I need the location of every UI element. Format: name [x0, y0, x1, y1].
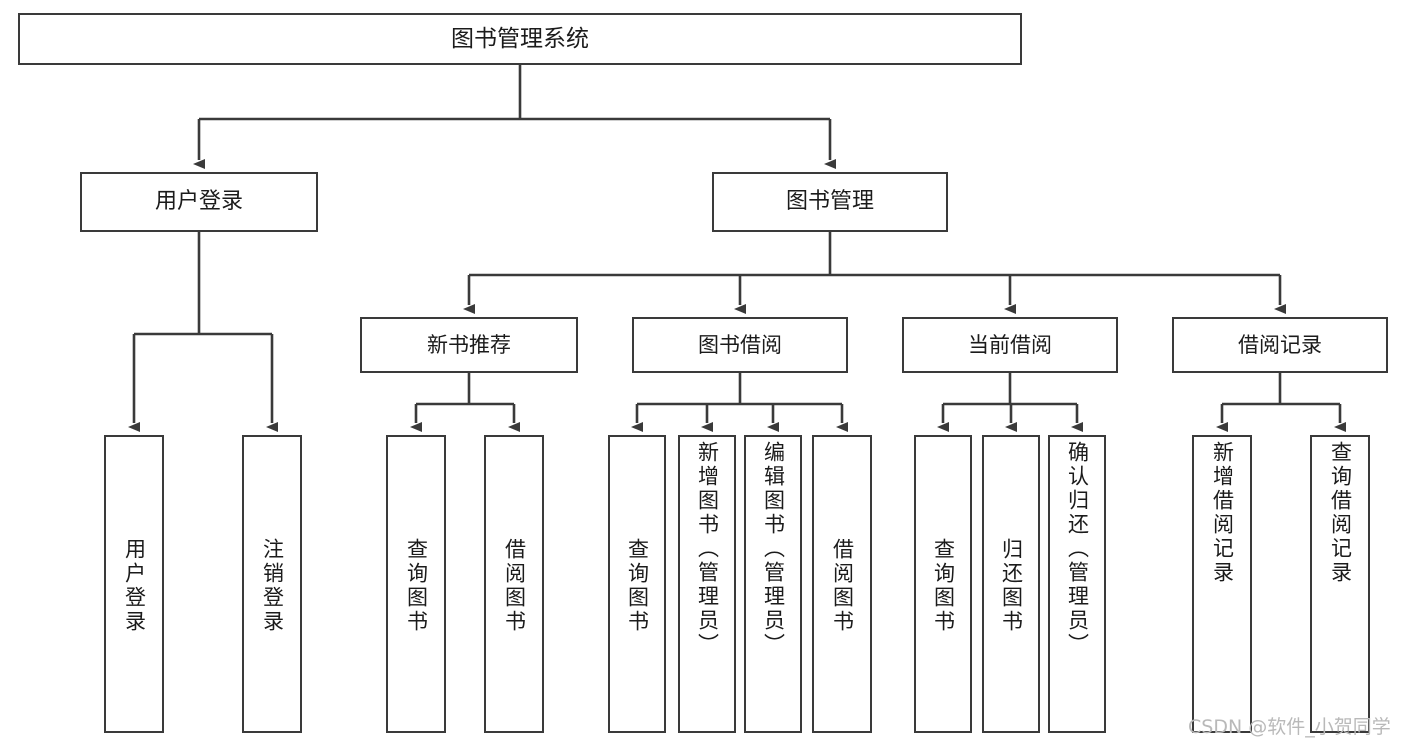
node-leaf-return-book: 归还图书: [982, 435, 1040, 733]
node-leaf-user-logout: 注销登录: [242, 435, 302, 733]
node-book-manage: 图书管理: [712, 172, 948, 232]
node-current-borrow: 当前借阅: [902, 317, 1118, 373]
node-root: 图书管理系统: [18, 13, 1022, 65]
node-leaf-user-login: 用户登录: [104, 435, 164, 733]
node-leaf-add-record: 新增借阅记录: [1192, 435, 1252, 733]
node-label: 借阅图书: [830, 538, 855, 634]
node-label: 编辑图书（管理员）: [761, 441, 786, 657]
node-leaf-edit-book: 编辑图书（管理员）: [744, 435, 802, 733]
node-leaf-query-book-3: 查询图书: [914, 435, 972, 733]
watermark: CSDN @软件_小贺同学: [1188, 716, 1391, 738]
node-label: 新增借阅记录: [1210, 441, 1235, 585]
node-leaf-confirm-return: 确认归还（管理员）: [1048, 435, 1106, 733]
node-label: 图书借阅: [698, 332, 782, 357]
node-label: 查询借阅记录: [1328, 441, 1353, 585]
node-new-book-rec: 新书推荐: [360, 317, 578, 373]
node-leaf-query-book-1: 查询图书: [386, 435, 446, 733]
node-label: 用户登录: [154, 189, 243, 215]
node-leaf-query-book-2: 查询图书: [608, 435, 666, 733]
node-leaf-add-book: 新增图书（管理员）: [678, 435, 736, 733]
node-leaf-borrow-book-1: 借阅图书: [484, 435, 544, 733]
node-borrow-record: 借阅记录: [1172, 317, 1388, 373]
node-label: 查询图书: [404, 538, 429, 634]
node-leaf-borrow-book-2: 借阅图书: [812, 435, 872, 733]
node-label: 归还图书: [999, 538, 1024, 634]
node-leaf-query-record: 查询借阅记录: [1310, 435, 1370, 733]
node-label: 当前借阅: [968, 332, 1052, 357]
node-user-login: 用户登录: [80, 172, 318, 232]
node-label: 新增图书（管理员）: [695, 441, 720, 657]
node-label: 借阅图书: [502, 538, 527, 634]
node-label: 图书管理: [785, 189, 874, 215]
node-label: 图书管理系统: [451, 25, 589, 52]
node-label: 查询图书: [931, 538, 956, 634]
node-label: 查询图书: [625, 538, 650, 634]
node-book-borrow: 图书借阅: [632, 317, 848, 373]
node-label: 注销登录: [260, 538, 285, 634]
node-label: 用户登录: [122, 538, 147, 634]
node-label: 新书推荐: [427, 332, 511, 357]
node-label: 借阅记录: [1238, 332, 1322, 357]
node-label: 确认归还（管理员）: [1065, 441, 1090, 657]
